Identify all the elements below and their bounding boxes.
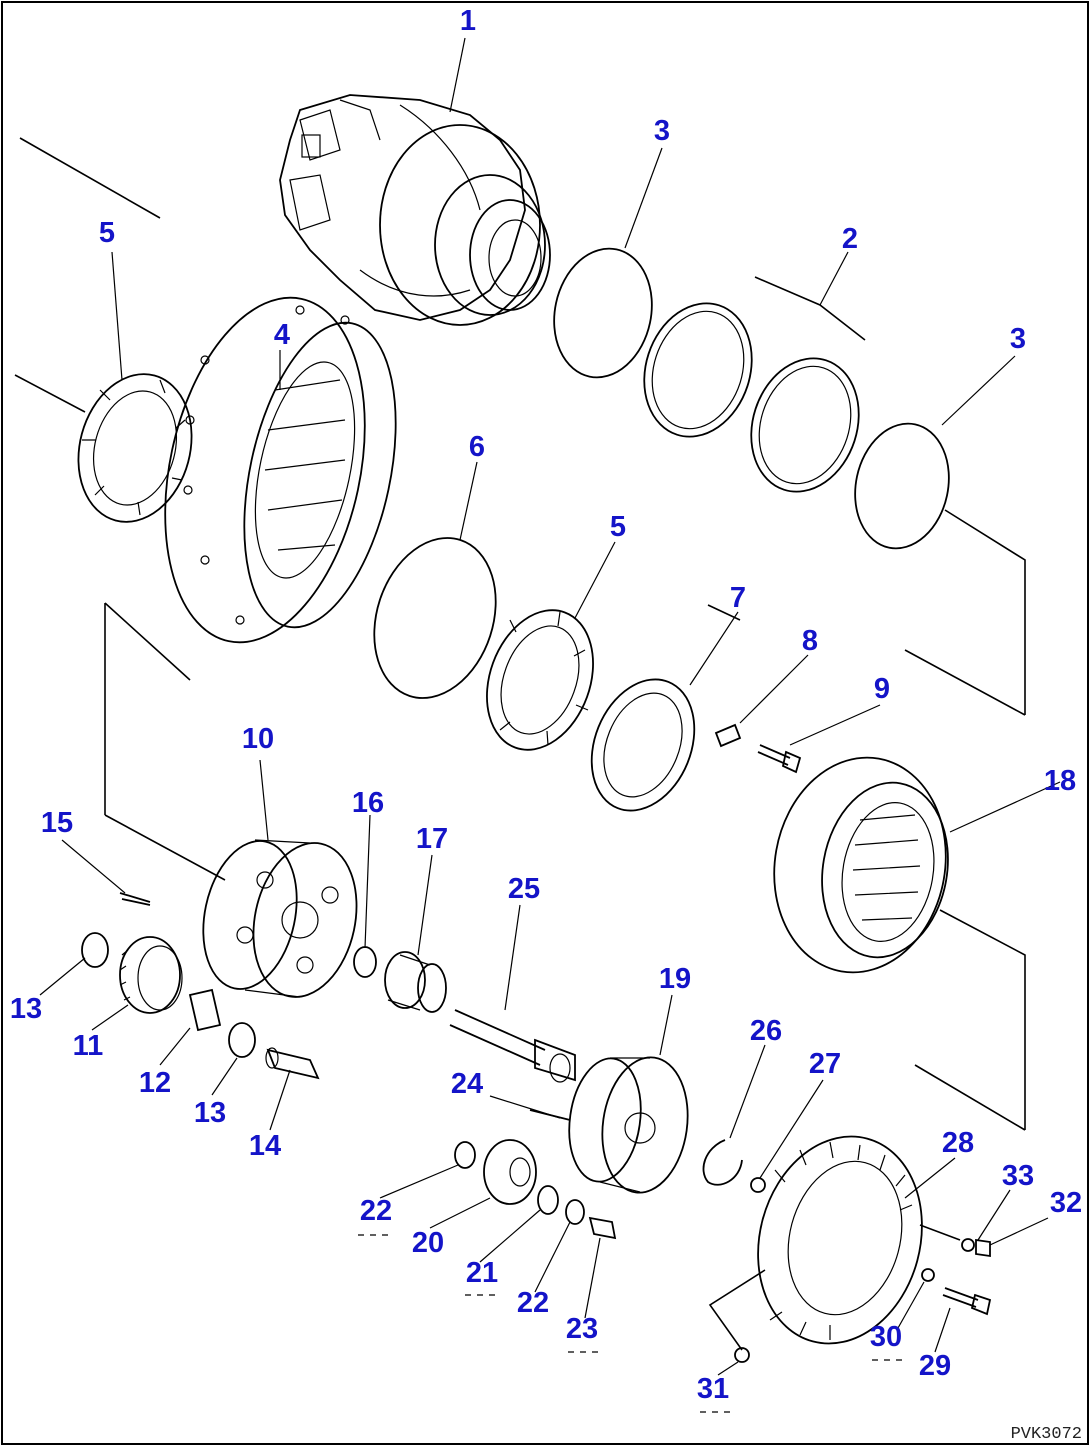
- callout-31: 31: [697, 1373, 729, 1405]
- callout-16: 16: [352, 787, 384, 819]
- leader-lines: [39, 37, 1061, 1376]
- part-21-bushing: [537, 1185, 559, 1215]
- callout-32: 32: [1050, 1187, 1082, 1219]
- callout-12: 12: [139, 1067, 171, 1099]
- callout-5-upper: 5: [99, 217, 115, 249]
- part-31-plug: [734, 1347, 750, 1363]
- callout-27: 27: [809, 1048, 841, 1080]
- part-29-bolt: [942, 1287, 992, 1316]
- part-15-pin: [119, 892, 151, 906]
- part-20-gear: [483, 1139, 537, 1205]
- callout-11: 11: [73, 1030, 104, 1062]
- connection-lines: [14, 137, 1026, 1351]
- callout-8: 8: [802, 625, 818, 657]
- callout-29: 29: [919, 1350, 951, 1382]
- part-13-washer-left: [81, 932, 109, 968]
- part-17-sun-gear: [384, 951, 447, 1013]
- part-9-bolt: [757, 744, 802, 774]
- callout-20: 20: [412, 1227, 444, 1259]
- part-33-washer: [961, 1238, 975, 1252]
- part-1-motor-housing: [279, 94, 551, 326]
- part-28-cover: [757, 1135, 923, 1345]
- callout-3-lower: 3: [1010, 323, 1026, 355]
- callout-22-left: 22: [360, 1195, 392, 1227]
- part-26-snap-ring: [702, 1139, 743, 1186]
- part-5-bearing-lower: [486, 609, 594, 751]
- callout-9: 9: [874, 673, 890, 705]
- part-18-ring-gear: [773, 756, 949, 974]
- callout-17: 17: [416, 823, 448, 855]
- figure-code: PVK3072: [1011, 1425, 1082, 1444]
- part-8-lock-plate: [714, 723, 742, 748]
- part-23-shaft: [588, 1216, 617, 1240]
- part-3-o-ring-upper: [553, 247, 653, 379]
- part-22-washer-left: [454, 1141, 476, 1169]
- part-7-nut: [590, 678, 696, 812]
- part-16-snap-ring: [353, 946, 377, 978]
- callout-18: 18: [1044, 765, 1076, 797]
- callout-1: 1: [460, 5, 476, 37]
- part-10-planet-carrier: [202, 839, 358, 998]
- part-19-carrier: [568, 1056, 689, 1194]
- callout-3-upper: 3: [654, 115, 670, 147]
- part-12-bushing: [188, 988, 222, 1032]
- callout-underline-marks: [358, 1234, 904, 1413]
- callout-26: 26: [750, 1015, 782, 1047]
- callout-2: 2: [842, 223, 858, 255]
- part-14-shaft: [265, 1047, 320, 1080]
- callout-24: 24: [451, 1068, 483, 1100]
- callout-19: 19: [659, 963, 691, 995]
- part-3-o-ring-lower: [854, 422, 950, 550]
- callout-15: 15: [41, 807, 73, 839]
- part-4-hub: [164, 296, 397, 644]
- callout-21: 21: [466, 1257, 498, 1289]
- part-5-bearing-upper: [77, 373, 193, 523]
- part-30-washer: [921, 1268, 935, 1282]
- callout-13-left: 13: [10, 993, 42, 1025]
- part-11-gear: [119, 936, 183, 1014]
- callout-23: 23: [566, 1313, 598, 1345]
- part-13-washer-right: [228, 1022, 256, 1058]
- callout-labels: 1 2 3 3 4 5 5 6 7 8 9 10 11 12 13 13 14 …: [10, 5, 1082, 1405]
- part-6-o-ring: [373, 537, 497, 699]
- callout-13-right: 13: [194, 1097, 226, 1129]
- callout-5-lower: 5: [610, 511, 626, 543]
- callout-6: 6: [469, 431, 485, 463]
- callout-28: 28: [942, 1127, 974, 1159]
- part-2-floating-seal: [643, 302, 860, 493]
- callout-4: 4: [274, 319, 290, 351]
- part-25-shaft: [449, 1009, 576, 1083]
- part-22-washer-right: [565, 1199, 585, 1225]
- callout-30: 30: [870, 1321, 902, 1353]
- part-32-plug: [975, 1238, 991, 1258]
- callout-14: 14: [249, 1130, 281, 1162]
- callout-22-right: 22: [517, 1287, 549, 1319]
- part-27-plug: [750, 1177, 766, 1193]
- callout-25: 25: [508, 873, 540, 905]
- callout-10: 10: [242, 723, 274, 755]
- callout-7: 7: [730, 582, 746, 614]
- callout-33: 33: [1002, 1160, 1034, 1192]
